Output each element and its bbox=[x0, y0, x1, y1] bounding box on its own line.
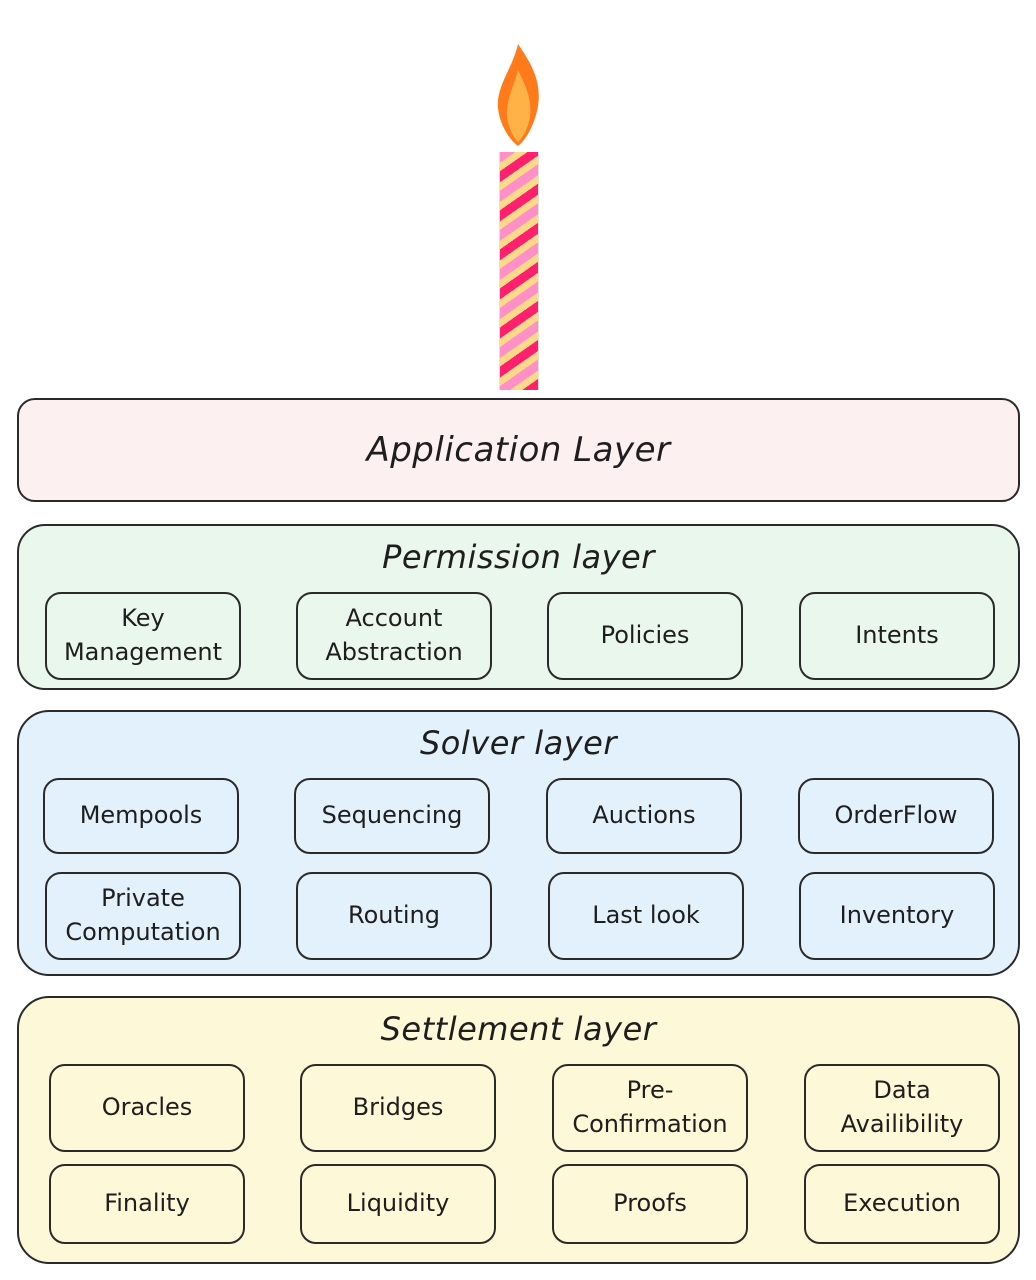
flame-icon bbox=[497, 44, 539, 146]
application-layer: Application Layer bbox=[17, 398, 1020, 502]
chip-execution: Execution bbox=[804, 1164, 1000, 1244]
chip-oracles: Oracles bbox=[49, 1064, 245, 1152]
chip-routing: Routing bbox=[296, 872, 492, 960]
chip-intents: Intents bbox=[799, 592, 995, 680]
chip-auctions: Auctions bbox=[546, 778, 742, 854]
settlement-layer-title: Settlement layer bbox=[380, 1010, 657, 1048]
chip-proofs: Proofs bbox=[552, 1164, 748, 1244]
chip-data-availibility: Data Availibility bbox=[804, 1064, 1000, 1152]
application-layer-title: Application Layer bbox=[366, 430, 671, 470]
chip-account-abstraction: Account Abstraction bbox=[296, 592, 492, 680]
chip-liquidity: Liquidity bbox=[300, 1164, 496, 1244]
chip-last-look: Last look bbox=[548, 872, 744, 960]
solver-layer: Solver layer Mempools Sequencing Auction… bbox=[17, 710, 1020, 976]
chip-bridges: Bridges bbox=[300, 1064, 496, 1152]
chip-sequencing: Sequencing bbox=[294, 778, 490, 854]
chip-inventory: Inventory bbox=[799, 872, 995, 960]
chip-finality: Finality bbox=[49, 1164, 245, 1244]
chip-mempools: Mempools bbox=[43, 778, 239, 854]
chip-orderflow: OrderFlow bbox=[798, 778, 994, 854]
settlement-layer: Settlement layer Oracles Bridges Pre- Co… bbox=[17, 996, 1020, 1264]
chip-private-computation: Private Computation bbox=[45, 872, 241, 960]
candle bbox=[499, 152, 539, 390]
chip-policies: Policies bbox=[547, 592, 743, 680]
chip-pre-confirmation: Pre- Confirmation bbox=[552, 1064, 748, 1152]
permission-layer-title: Permission layer bbox=[382, 538, 655, 576]
chip-key-management: Key Management bbox=[45, 592, 241, 680]
permission-layer: Permission layer Key Management Account … bbox=[17, 524, 1020, 690]
solver-layer-title: Solver layer bbox=[419, 724, 617, 762]
